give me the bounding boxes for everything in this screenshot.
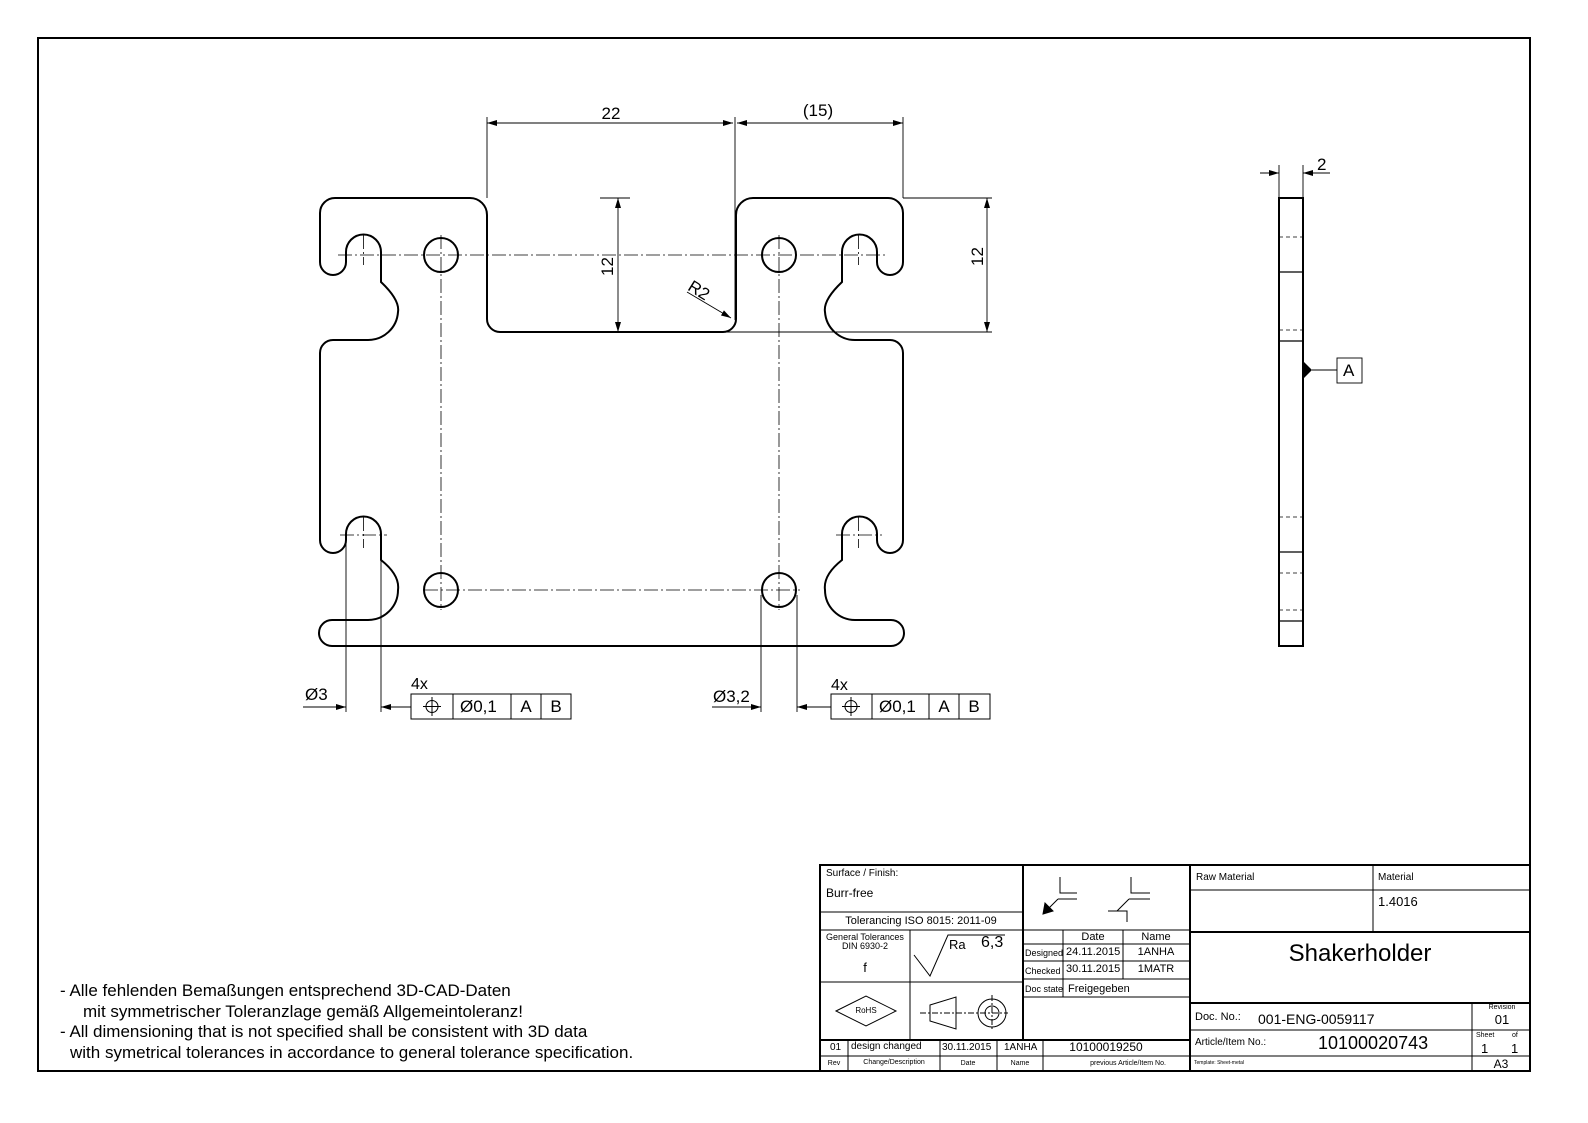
part-outline: [318, 197, 905, 647]
rev-date: 30.11.2015: [942, 1042, 992, 1053]
template-label: Template: Sheet-metal: [1194, 1060, 1245, 1066]
checked-name: 1MATR: [1137, 963, 1175, 975]
description-header: Change/Description: [863, 1059, 925, 1066]
rev-previous-article: 10100019250: [1069, 1040, 1143, 1054]
rev-name: 1ANHA: [1004, 1042, 1038, 1053]
dim-notch-width: 22: [601, 104, 621, 123]
tol-value: Ø0,1: [460, 697, 497, 716]
designed-date: 24.11.2015: [1066, 946, 1121, 958]
date-header: Date: [1081, 931, 1105, 943]
revision-value: 01: [1494, 1012, 1510, 1027]
sheet-label: Sheet: [1476, 1032, 1495, 1039]
note-line: - Alle fehlenden Bemaßungen entsprechend…: [60, 981, 511, 1000]
dimension-lines: [303, 117, 992, 712]
raw-material-label: Raw Material: [1196, 872, 1255, 883]
name-header-rev: Name: [1010, 1060, 1030, 1067]
mounting-holes: [423, 237, 797, 608]
dim-thickness: 2: [1317, 155, 1327, 174]
tolerancing-standard: Tolerancing ISO 8015: 2011-09: [845, 915, 997, 927]
doc-state-label: Doc state: [1025, 984, 1064, 994]
article-value: 10100020743: [1318, 1033, 1429, 1053]
tolerance-frames: [410, 693, 991, 720]
sheet-format: A3: [1493, 1057, 1509, 1071]
center-lines: [338, 235, 888, 610]
dim-right-depth: 12: [967, 247, 987, 266]
sheet-number: 1: [1481, 1041, 1489, 1056]
rev-description: design changed: [851, 1041, 922, 1052]
sheet-border: [37, 37, 1531, 1072]
tol-datum-b: B: [550, 697, 562, 716]
tol-count: 4x: [831, 677, 848, 694]
datum-a-label: A: [1343, 361, 1355, 380]
checked-label: Checked: [1025, 966, 1061, 976]
sheet-total: 1: [1511, 1041, 1519, 1056]
side-view: [1260, 165, 1363, 647]
roughness-value: 6,3: [981, 934, 1004, 951]
drawing-title: Shakerholder: [1288, 940, 1432, 967]
name-header: Name: [1141, 931, 1171, 943]
previous-article-header: previous Article/Item No.: [1090, 1060, 1166, 1067]
tol-datum-b: B: [968, 697, 980, 716]
surface-label: Surface / Finish:: [826, 868, 899, 879]
tol-datum-a: A: [520, 697, 532, 716]
doc-state-value: Freigegeben: [1068, 983, 1130, 995]
dim-hole-large: Ø3,2: [713, 687, 750, 706]
designed-name: 1ANHA: [1137, 946, 1175, 958]
checked-date: 30.11.2015: [1066, 963, 1121, 975]
material-label: Material: [1378, 872, 1414, 883]
general-tol-class: f: [863, 960, 867, 975]
note-line: with symetrical tolerances in accordance…: [70, 1043, 634, 1062]
material-value: 1.4016: [1378, 894, 1418, 909]
general-tol-label: General Tolerances: [826, 932, 904, 942]
surface-value: Burr-free: [826, 886, 874, 900]
roughness-label: Ra: [949, 937, 966, 952]
date-header-rev: Date: [960, 1060, 976, 1067]
dim-right-width: (15): [802, 101, 834, 120]
designed-label: Designed: [1025, 948, 1064, 958]
tol-value: Ø0,1: [879, 697, 916, 716]
rohs-label: RoHS: [855, 1006, 877, 1015]
title-block-grid: [819, 864, 1531, 1072]
dim-hole-small: Ø3: [305, 685, 328, 704]
note-line: mit symmetrischer Toleranzlage gemäß All…: [83, 1002, 523, 1021]
doc-no-value: 001-ENG-0059117: [1258, 1011, 1375, 1027]
tol-count: 4x: [411, 676, 428, 693]
revision-label: Revision: [1488, 1004, 1516, 1011]
general-tol-standard: DIN 6930-2: [841, 941, 889, 951]
dim-notch-depth: 12: [597, 257, 617, 276]
tol-datum-a: A: [938, 697, 950, 716]
rev-number: 01: [830, 1042, 842, 1053]
article-label: Article/Item No.:: [1195, 1037, 1267, 1048]
rev-header: Rev: [827, 1060, 841, 1067]
of-label: of: [1512, 1032, 1518, 1039]
note-line: - All dimensioning that is not specified…: [60, 1022, 588, 1041]
doc-no-label: Doc. No.:: [1195, 1011, 1241, 1023]
